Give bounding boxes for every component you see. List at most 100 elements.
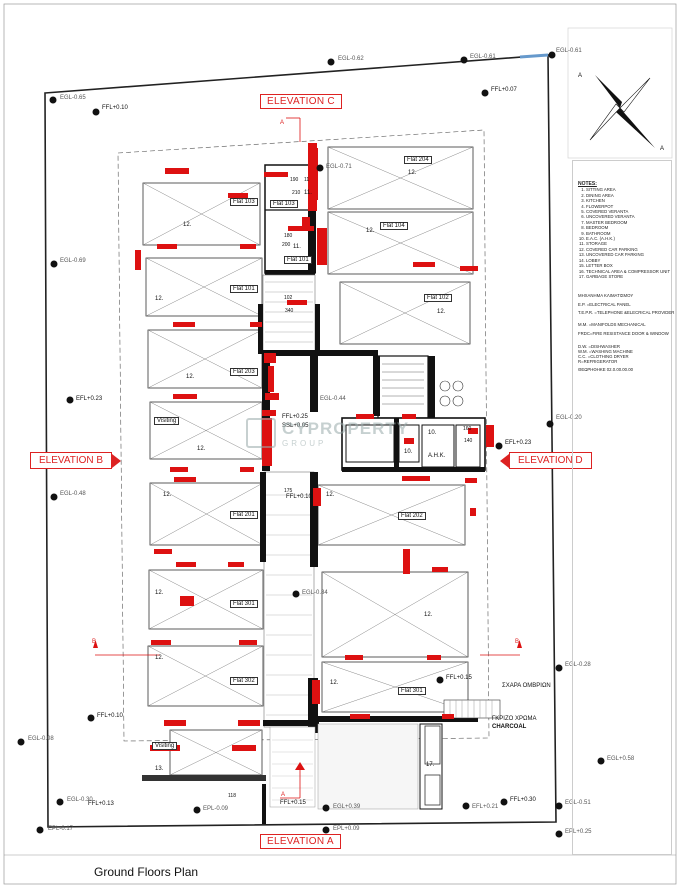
rain-grate-label: ΣΧΑΡΑ ΟΜΒΡΙΩΝ (502, 683, 551, 689)
house-logo-icon (246, 418, 276, 448)
section-arrows (93, 640, 522, 770)
level-annotation: EGL+0.39 (333, 804, 361, 810)
flat-label: Flat 103 (270, 200, 298, 208)
level-annotation: FFL+0.07 (491, 87, 517, 93)
notes-item: BATHROOM (586, 231, 674, 236)
room-number: 10. (404, 449, 413, 455)
room-number: 12. (366, 228, 375, 234)
notes-item: MASTER BEDROOM (586, 220, 674, 225)
notes-item: BEDROOM (586, 225, 674, 230)
flat-label: Flat 203 (230, 368, 258, 376)
notes-item: UNCOVERED CAR PARKING (586, 252, 674, 257)
dimension: 210 (292, 190, 301, 196)
room-number: 10. (428, 430, 437, 436)
level-annotation: EPL-0.09 (203, 806, 229, 812)
elevation-b-label: ELEVATION B (30, 452, 113, 469)
room-number: 13. (155, 766, 164, 772)
level-annotation: EGL-0.65 (60, 95, 86, 101)
symbol-note: FRDC=FIRE RESISTANCE DOOR & WINDOW (578, 331, 669, 336)
flat-label: Flat 101 (230, 285, 258, 293)
elevation-b-marker: ELEVATION B (30, 452, 122, 469)
flat-label: Flat 104 (380, 222, 408, 230)
elevation-c-label: ELEVATION C (260, 94, 342, 109)
section-mark-a-bottom: A (281, 792, 286, 798)
room-number: 12. (197, 446, 206, 452)
legend-panel (572, 160, 672, 855)
room-number: 12. (330, 680, 339, 686)
center-ssl-label: SSL+0.05 (282, 423, 309, 429)
level-annotation: EGL-0.51 (565, 800, 591, 806)
level-annotation: EGL-0.20 (556, 415, 582, 421)
level-annotation: EPL-0.17 (48, 826, 74, 832)
notes-item: GARBAGE STORE (586, 274, 674, 279)
elevation-d-marker: ELEVATION D (500, 452, 592, 469)
room-number: 12. (186, 374, 195, 380)
room-number: 12. (326, 492, 335, 498)
notes-list: SITTING AREA DINING AREA KITCHEN FLOWERP… (578, 187, 674, 279)
red-markings (135, 143, 494, 751)
notes-item: COVERED VERANTA (586, 209, 674, 214)
notes-item: LOBBY (586, 258, 674, 263)
level-annotation: EGL-0.48 (60, 491, 86, 497)
central-core (142, 145, 501, 824)
drawing-caption: Ground Floors Plan (94, 865, 199, 879)
section-lines (95, 117, 520, 799)
level-annotation: EGL-0.71 (326, 164, 352, 170)
left-unit-diagonals (142, 182, 264, 776)
right-unit-diagonals (317, 146, 474, 713)
notes-item: STORAGE (586, 241, 674, 246)
level-annotation: FFL+0.15 (280, 800, 306, 806)
flat-label: Flat 301 (230, 600, 258, 608)
level-annotation: EFL+0.21 (472, 804, 499, 810)
level-annotation: EFL+0.23 (505, 440, 532, 446)
dimension: 140 (464, 438, 473, 444)
room-number: 11. (304, 190, 312, 196)
symbol-note: T.E.P.R. =TELEPHONE &ELECRICAL PROVIDER (578, 310, 675, 315)
center-ffl-label: FFL+0.25 (282, 414, 308, 420)
compass-mark-a: A (578, 73, 583, 79)
notes-title: NOTES: (578, 181, 597, 187)
level-annotation: EGL+0.58 (607, 756, 635, 762)
level-annotation: FFL+0.30 (510, 797, 536, 803)
level-marker-dots (17, 51, 605, 838)
notes-item: UNCOVERED VERANTA (586, 214, 674, 219)
symbol-note: ΘΕΩΡΗΘΗΚΕ 02.0.00.00.00 (578, 367, 634, 372)
level-annotation: FFL+0.10 (286, 494, 312, 500)
level-annotation: FFL+0.13 (88, 801, 114, 807)
center-egl-label: EGL-0.44 (320, 396, 346, 402)
building-outline-dashed (117, 129, 490, 742)
room-number: 11. (293, 244, 301, 250)
ahk-label: A.H.K. (428, 453, 446, 459)
symbol-note: M.M. =MANIFOLDS MECHANICAL (578, 322, 646, 327)
flat-label: Flat 302 (230, 677, 258, 685)
flat-label: Flat 301 (398, 687, 426, 695)
notes-item: KITCHEN (586, 198, 674, 203)
level-annotation: EGL-0.61 (470, 54, 496, 60)
flat-label: Flat 101 (284, 256, 312, 264)
room-number: 12. (163, 492, 172, 498)
symbol-note: W.M. =WASHING MACHINE (578, 349, 633, 354)
compass-frame (567, 27, 673, 159)
dimension: 160 (463, 426, 472, 432)
notes-item: COVERED CAR PARKING (586, 247, 674, 252)
level-annotation: EGL-0.61 (556, 48, 582, 54)
room-number: 12. (424, 612, 433, 618)
flat-label: Flat 103 (230, 198, 258, 206)
dimension: 190 (290, 177, 299, 183)
flat-label: Flat 201 (230, 511, 258, 519)
symbol-note: E.P. =ELECTRICAL PANEL (578, 302, 631, 307)
notes-item: DINING AREA (586, 193, 674, 198)
level-annotation: EGL-0.28 (565, 662, 591, 668)
notes-item: SITTING AREA (586, 187, 674, 192)
dimension: 200 (282, 242, 291, 248)
dimension: 175 (284, 488, 293, 494)
flat-label: Flat 202 (398, 512, 426, 520)
level-annotation: EFL+0.23 (76, 396, 103, 402)
level-annotation: EGL-0.30 (67, 797, 93, 803)
charcoal-label: CHARCOAL (492, 724, 527, 730)
elevation-d-label: ELEVATION D (509, 452, 592, 469)
symbol-note: ΜΗΧΑΝΗΜΑ ΚΛΙΜΑΤΙΣΜΟΥ (578, 293, 634, 298)
sheet-frame (3, 3, 677, 885)
room-number: 12. (183, 222, 192, 228)
